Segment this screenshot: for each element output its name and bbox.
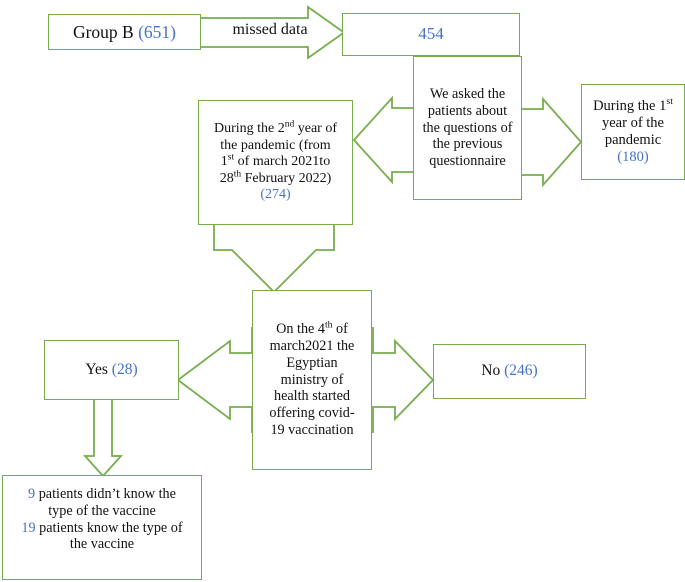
detail-text-1b: type of the vaccine xyxy=(48,502,156,519)
year2-line4b: February 2022) xyxy=(241,170,332,186)
group-b-count: (651) xyxy=(138,21,177,42)
detail-text-1: patients didn’t know the xyxy=(35,486,176,502)
center-line1b: of xyxy=(332,321,348,338)
node-asked-questionnaire: We asked the patients about the question… xyxy=(413,56,522,200)
year1-sup: st xyxy=(666,95,673,107)
node-no-text: No (246) xyxy=(434,362,585,380)
node-yes: Yes (28) xyxy=(44,340,179,400)
edge-missed-data-label: missed data xyxy=(232,21,308,38)
node-year2-pandemic: During the 2nd year of the pandemic (fro… xyxy=(198,100,353,225)
remaining-count: 454 xyxy=(418,24,444,44)
year2-line1b: year of xyxy=(294,121,338,137)
no-label: No xyxy=(481,362,501,380)
detail-num-1: 9 xyxy=(28,486,36,502)
edge-center-to-yes-arrow xyxy=(176,325,254,435)
node-yes-text: Yes (28) xyxy=(45,361,178,379)
year2-line4a: 28 xyxy=(219,170,234,186)
detail-text-2b: the vaccine xyxy=(69,536,135,553)
node-vaccination-start-text: On the 4th of march2021 the Egyptian min… xyxy=(253,319,371,438)
center-line2: march2021 the xyxy=(269,338,355,355)
year2-sup3: th xyxy=(233,169,242,180)
year2-count: (274) xyxy=(260,187,291,203)
node-vaccination-start: On the 4th of march2021 the Egyptian min… xyxy=(252,290,372,470)
center-line7: 19 vaccination xyxy=(270,421,354,438)
center-sup: th xyxy=(325,319,333,331)
center-line6: offering covid- xyxy=(269,405,355,422)
node-vaccine-type-detail: 9 patients didn’t know the type of the v… xyxy=(2,475,202,580)
edge-yes-to-detail-arrow xyxy=(82,398,126,478)
yes-label: Yes xyxy=(85,360,108,378)
year2-line1a: During the 2 xyxy=(213,121,285,137)
edge-year2-to-center-arrow xyxy=(210,222,342,294)
center-line4: ministry of xyxy=(280,371,344,388)
year1-line3: pandemic xyxy=(604,132,662,148)
year1-count: (180) xyxy=(617,149,649,166)
edge-asked-to-year2-arrow xyxy=(352,80,416,200)
year2-line2: the pandemic (from xyxy=(220,137,331,153)
detail-text-2: patients know the type of xyxy=(35,519,183,536)
node-year1-pandemic: During the 1st year of the pandemic (180… xyxy=(581,84,685,180)
node-group-b: Group B (651) xyxy=(48,14,201,50)
center-line3: Egyptian xyxy=(286,354,338,371)
year1-line2: year of the xyxy=(602,114,664,131)
node-remaining-454-text: 454 xyxy=(343,24,519,44)
year2-sup2: st xyxy=(227,152,235,163)
no-count: (246) xyxy=(504,362,538,380)
year2-line3b: of march 2021to xyxy=(234,154,331,170)
node-group-b-text: Group B (651) xyxy=(49,22,200,43)
edge-asked-to-year1-arrow xyxy=(519,83,583,201)
center-line5: health started xyxy=(273,388,351,405)
node-asked-questionnaire-text: We asked the patients about the question… xyxy=(422,86,513,170)
edge-center-to-no-arrow xyxy=(371,325,435,435)
node-no: No (246) xyxy=(433,344,586,399)
year2-sup1: nd xyxy=(284,119,295,130)
yes-count: (28) xyxy=(111,360,138,378)
center-line1a: On the 4 xyxy=(276,321,325,338)
year2-line3a: 1 xyxy=(220,154,228,170)
detail-num-2: 19 xyxy=(21,519,36,536)
node-remaining-454: 454 xyxy=(342,13,520,56)
group-b-label: Group B xyxy=(72,21,134,42)
node-year1-pandemic-text: During the 1st year of the pandemic (180… xyxy=(582,95,684,166)
node-vaccine-type-detail-text: 9 patients didn’t know the type of the v… xyxy=(3,476,201,553)
node-year2-pandemic-text: During the 2nd year of the pandemic (fro… xyxy=(199,119,352,204)
year1-line1: During the 1 xyxy=(593,97,667,114)
